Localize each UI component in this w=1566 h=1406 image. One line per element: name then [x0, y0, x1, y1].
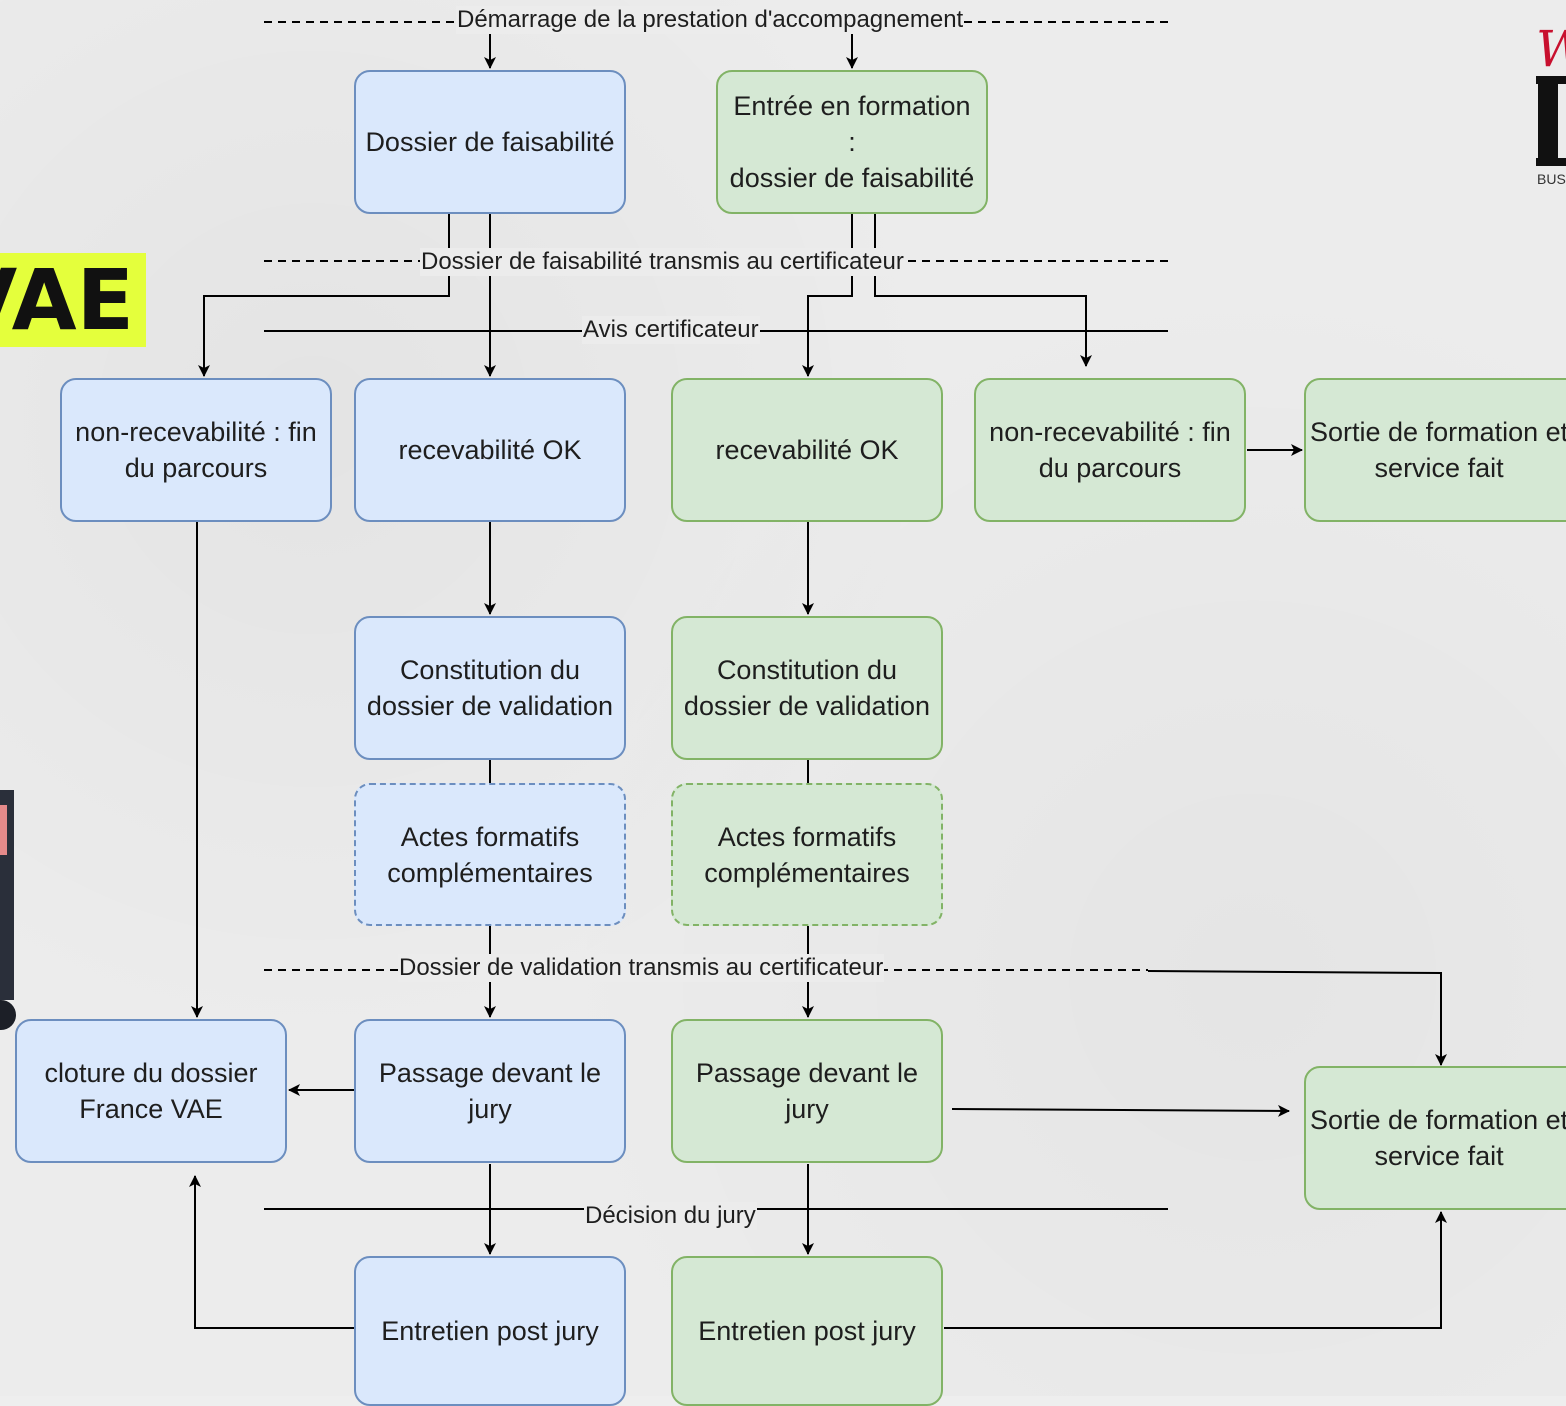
logo-serif-bottom	[1536, 158, 1566, 166]
node-green-actes-formatifs[interactable]: Actes formatifs complémentaires	[671, 783, 943, 926]
node-green-entree-formation[interactable]: Entrée en formation : dossier de faisabi…	[716, 70, 988, 214]
logo-letter: W	[1536, 24, 1566, 74]
node-green-recevabilite[interactable]: recevabilité OK	[671, 378, 943, 522]
person-detail	[0, 805, 7, 855]
label-avis-certificateur: Avis certificateur	[582, 316, 760, 344]
label-start: Démarrage de la prestation d'accompagnem…	[456, 6, 965, 34]
logo-subtitle: BUS	[1537, 171, 1566, 187]
node-green-passage-jury[interactable]: Passage devant le jury	[671, 1019, 943, 1163]
node-blue-entretien[interactable]: Entretien post jury	[354, 1256, 626, 1406]
label-validation-transmis: Dossier de validation transmis au certif…	[398, 954, 885, 982]
node-green-sortie-top[interactable]: Sortie de formation et service fait	[1304, 378, 1566, 522]
label-faisabilite-transmis: Dossier de faisabilité transmis au certi…	[420, 248, 905, 276]
node-blue-cloture[interactable]: cloture du dossier France VAE	[15, 1019, 287, 1163]
node-blue-actes-formatifs[interactable]: Actes formatifs complémentaires	[354, 783, 626, 926]
node-blue-dossier-faisabilite[interactable]: Dossier de faisabilité	[354, 70, 626, 214]
vae-title-highlight: VAE	[0, 253, 146, 347]
person-shoe	[0, 1000, 16, 1030]
node-blue-constitution[interactable]: Constitution du dossier de validation	[354, 616, 626, 760]
node-green-sortie-bottom[interactable]: Sortie de formation et service fait	[1304, 1066, 1566, 1210]
node-blue-recevabilite[interactable]: recevabilité OK	[354, 378, 626, 522]
logo-mark	[1538, 78, 1558, 164]
node-blue-passage-jury[interactable]: Passage devant le jury	[354, 1019, 626, 1163]
node-green-entretien[interactable]: Entretien post jury	[671, 1256, 943, 1406]
vae-title-text: VAE	[0, 253, 134, 347]
node-green-non-recevabilite[interactable]: non-recevabilité : fin du parcours	[974, 378, 1246, 522]
node-green-constitution[interactable]: Constitution du dossier de validation	[671, 616, 943, 760]
node-blue-non-recevabilite[interactable]: non-recevabilité : fin du parcours	[60, 378, 332, 522]
label-decision-jury: Décision du jury	[584, 1202, 757, 1230]
